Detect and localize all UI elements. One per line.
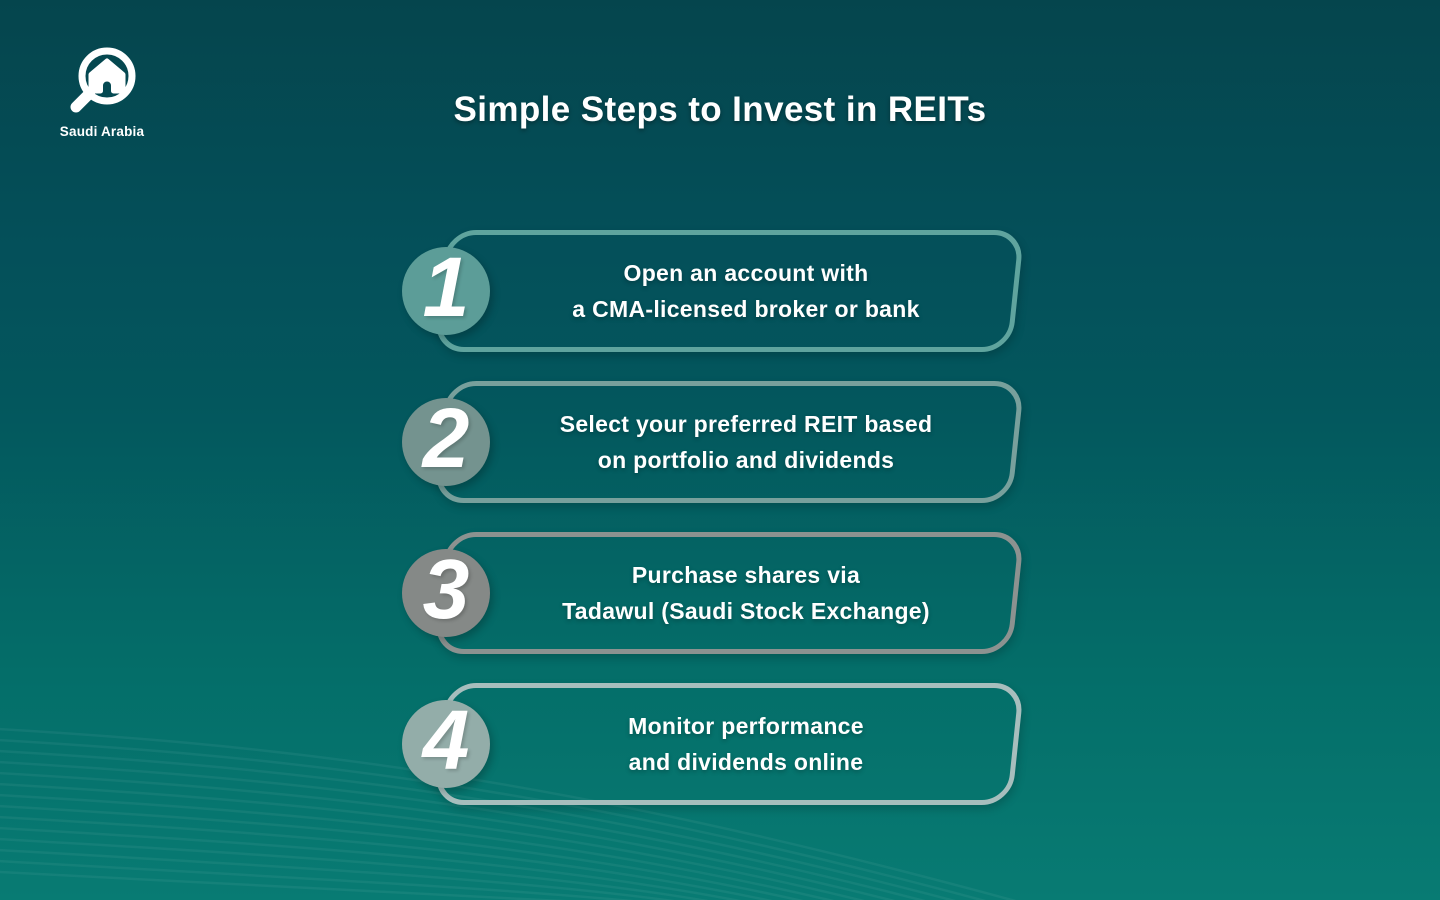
step-text-line-2: and dividends online	[628, 749, 864, 775]
step-text: Open an account with a CMA-licensed brok…	[440, 230, 1018, 352]
magnifier-house-icon	[70, 47, 136, 113]
step-card: 4 Monitor performance and dividends onli…	[402, 683, 1025, 805]
step-card: 2 Select your preferred REIT based on po…	[402, 381, 1025, 503]
step-text-line-1: Select your preferred REIT based	[559, 410, 933, 437]
logo: Saudi Arabia	[52, 40, 152, 139]
step-card: 1 Open an account with a CMA-licensed br…	[402, 230, 1025, 352]
step-text: Monitor performance and dividends online	[440, 683, 1018, 805]
step-text-line-2: a CMA-licensed broker or bank	[572, 296, 920, 322]
step-text-line-2: Tadawul (Saudi Stock Exchange)	[562, 598, 930, 624]
page-title: Simple Steps to Invest in REITs	[453, 90, 987, 129]
step-number-badge: 1	[402, 240, 490, 335]
logo-label: Saudi Arabia	[59, 124, 145, 139]
step-text: Select your preferred REIT based on port…	[440, 381, 1018, 503]
step-text: Purchase shares via Tadawul (Saudi Stock…	[440, 532, 1018, 654]
step-card: 3 Purchase shares via Tadawul (Saudi Sto…	[402, 532, 1025, 654]
steps-list: 1 Open an account with a CMA-licensed br…	[402, 230, 1025, 834]
step-text-line-2: on portfolio and dividends	[597, 447, 895, 473]
step-number: 4	[422, 693, 470, 787]
step-number: 3	[422, 542, 470, 636]
step-text-line-1: Monitor performance	[628, 712, 864, 739]
step-number: 1	[422, 240, 470, 334]
step-text-line-1: Purchase shares via	[631, 561, 861, 588]
step-number: 2	[422, 391, 470, 485]
step-number-badge: 2	[402, 391, 490, 486]
step-text-line-1: Open an account with	[623, 259, 869, 286]
step-number-badge: 3	[402, 542, 490, 637]
step-number-badge: 4	[402, 693, 490, 788]
